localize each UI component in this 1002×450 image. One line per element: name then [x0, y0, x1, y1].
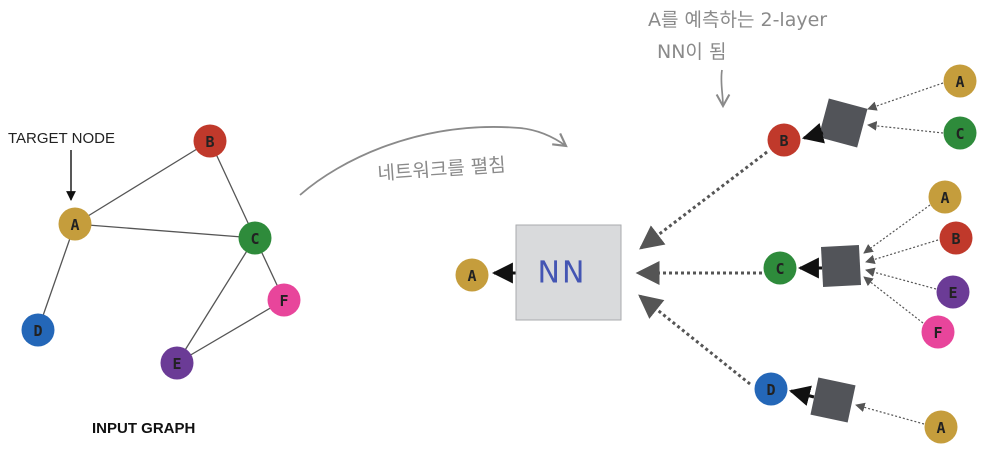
- computation-graph: A NN B A C: [455, 64, 977, 444]
- svg-text:E: E: [172, 355, 181, 373]
- input-node-f: F: [921, 315, 955, 349]
- input-node-a: A: [924, 410, 958, 444]
- input-a-to-b-agg-arrow: [867, 82, 944, 111]
- edge-a-b: [74, 140, 211, 225]
- input-a-to-d-agg-arrow: [855, 402, 925, 425]
- b-to-nn-arrow: [639, 150, 768, 250]
- agg-to-d-arrow: [788, 385, 815, 406]
- edge-a-d: [37, 223, 76, 331]
- branch-b: B A C: [767, 64, 977, 157]
- aggregator-box-c: [820, 245, 862, 287]
- svg-text:B: B: [205, 133, 214, 151]
- svg-text:E: E: [948, 284, 957, 302]
- branch-d: D A: [754, 372, 958, 444]
- agg-to-b-arrow: [801, 123, 825, 144]
- edge-a-c: [74, 223, 256, 239]
- annotation-arrow: [715, 69, 731, 109]
- edge-b-c: [209, 140, 256, 239]
- svg-text:D: D: [766, 381, 775, 399]
- annotation-line-1: A를 예측하는 2-layer: [648, 9, 827, 31]
- node-e: E: [160, 346, 194, 380]
- node-a: A: [58, 207, 92, 241]
- input-node-a: A: [928, 180, 962, 214]
- input-c-to-b-agg-arrow: [867, 121, 944, 134]
- nn-box: [515, 224, 622, 321]
- svg-text:A: A: [467, 267, 476, 285]
- target-node-label: TARGET NODE: [8, 130, 115, 147]
- unfold-curved-arrow: [299, 126, 568, 196]
- svg-text:A: A: [936, 419, 945, 437]
- node-d: D: [21, 313, 55, 347]
- svg-text:B: B: [779, 132, 788, 150]
- d-to-nn-arrow: [638, 294, 751, 386]
- input-f-to-c-agg-arrow: [863, 276, 924, 324]
- input-graph: TARGET NODE A B C D E F INPUT GRAPH: [8, 124, 301, 437]
- input-node-e: E: [936, 275, 970, 309]
- input-b-to-c-agg-arrow: [865, 239, 939, 265]
- input-a-to-c-agg-arrow: [863, 204, 931, 254]
- annotation-line-2: NN이 됨: [657, 41, 726, 63]
- input-node-c: C: [943, 116, 977, 150]
- node-d-layer1: D: [754, 372, 788, 406]
- input-graph-title: INPUT GRAPH: [92, 420, 195, 437]
- svg-text:A: A: [940, 189, 949, 207]
- unfold-annotation: 네트워크를 펼침: [377, 154, 507, 185]
- svg-text:F: F: [933, 324, 942, 342]
- input-e-to-c-agg-arrow: [865, 267, 937, 290]
- node-c-layer1: C: [763, 251, 797, 285]
- svg-text:B: B: [951, 230, 960, 248]
- svg-text:C: C: [955, 125, 964, 143]
- svg-text:C: C: [775, 260, 784, 278]
- node-c: C: [238, 221, 272, 255]
- svg-text:F: F: [279, 292, 288, 310]
- node-b: B: [193, 124, 227, 158]
- svg-text:C: C: [250, 230, 259, 248]
- branch-c: C A B E F: [763, 180, 973, 349]
- aggregator-box-b: [818, 98, 868, 148]
- output-node-a: A: [455, 258, 489, 292]
- input-node-b: B: [939, 221, 973, 255]
- nn-box-label: NN: [538, 256, 587, 291]
- node-b-layer1: B: [767, 123, 801, 157]
- edge-e-f: [176, 299, 285, 364]
- node-f: F: [267, 283, 301, 317]
- input-node-a: A: [943, 64, 977, 98]
- aggregator-box-d: [810, 377, 856, 423]
- svg-text:A: A: [955, 73, 964, 91]
- edge-c-e: [176, 237, 256, 364]
- svg-text:A: A: [70, 216, 79, 234]
- svg-text:D: D: [33, 322, 42, 340]
